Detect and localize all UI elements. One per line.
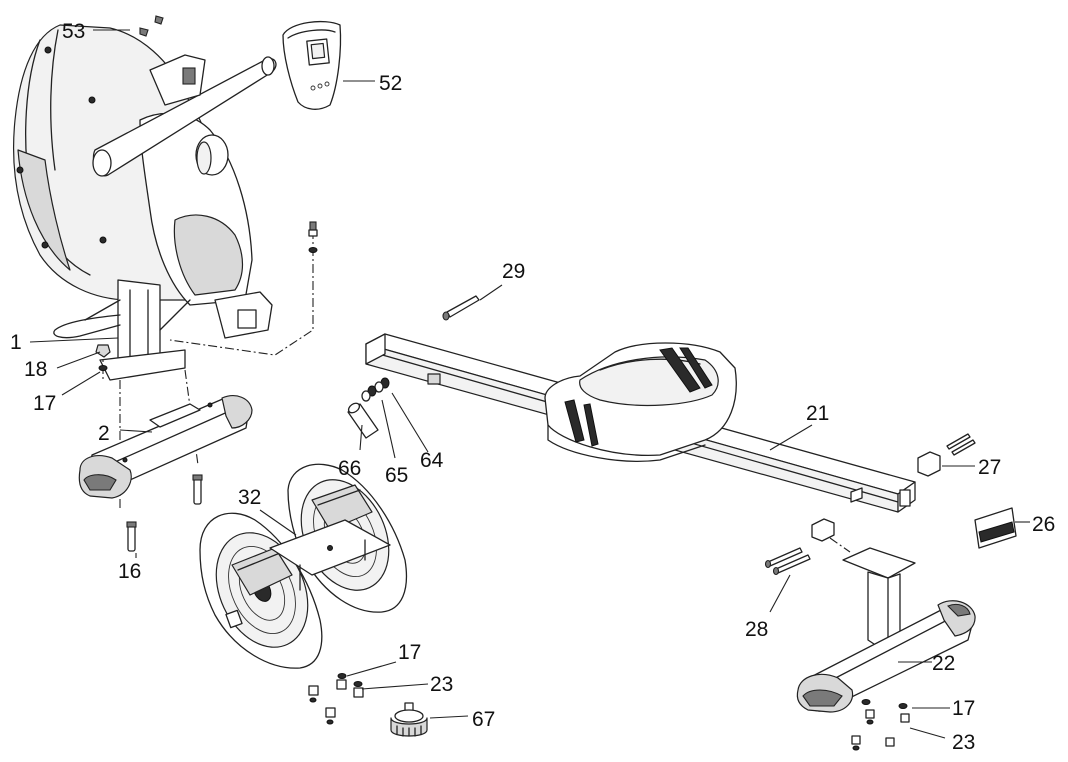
callout-2: 2 — [98, 422, 110, 445]
part-17-23-left-hardware — [308, 673, 364, 725]
part-26-pad — [974, 507, 1017, 549]
part-28-bolts — [764, 547, 811, 576]
callout-32: 32 — [238, 486, 261, 509]
bolt-upper — [308, 221, 318, 253]
part-16-bolts — [126, 474, 203, 552]
assembly-line-rear — [829, 537, 851, 553]
part-53-screws — [139, 15, 164, 37]
part-64-65-spacers — [361, 377, 390, 402]
callout-1: 1 — [10, 331, 22, 354]
callout-27: 27 — [978, 456, 1001, 479]
callout-22: 22 — [932, 652, 955, 675]
part-17-washer-left — [98, 365, 108, 371]
callout-26: 26 — [1032, 513, 1055, 536]
part-32-footrests — [199, 463, 408, 669]
callout-17-left: 17 — [33, 392, 56, 415]
part-18-nut — [95, 344, 111, 358]
callout-17-right: 17 — [952, 697, 975, 720]
callout-53: 53 — [62, 20, 85, 43]
part-1-main-housing — [12, 24, 277, 381]
callout-17-center: 17 — [398, 641, 421, 664]
callout-64: 64 — [420, 449, 444, 472]
part-17-23-right-hardware — [851, 699, 910, 751]
part-52-console — [282, 20, 342, 110]
leader-lines — [29, 29, 1030, 739]
callout-66: 66 — [338, 457, 361, 480]
part-29-bolt — [442, 295, 480, 321]
callout-16: 16 — [118, 560, 141, 583]
part-21-rail-with-seat — [365, 333, 916, 513]
part-67-adjustable-foot — [390, 702, 428, 737]
part-66-roller — [347, 402, 379, 439]
callout-23-right: 23 — [952, 731, 975, 754]
callout-29: 29 — [502, 260, 525, 283]
callout-21: 21 — [806, 402, 829, 425]
callout-28: 28 — [745, 618, 768, 641]
part-27-end-caps — [811, 433, 976, 542]
callout-52: 52 — [379, 72, 402, 95]
part-2-front-stabilizer — [78, 395, 253, 499]
callout-23-center: 23 — [430, 673, 453, 696]
callout-65: 65 — [385, 464, 408, 487]
callout-18: 18 — [24, 358, 47, 381]
callout-labels: 53 52 1 18 17 2 16 29 21 27 26 28 22 17 … — [10, 20, 1055, 754]
part-22-rear-stabilizer — [796, 547, 976, 713]
callout-67: 67 — [472, 708, 495, 731]
